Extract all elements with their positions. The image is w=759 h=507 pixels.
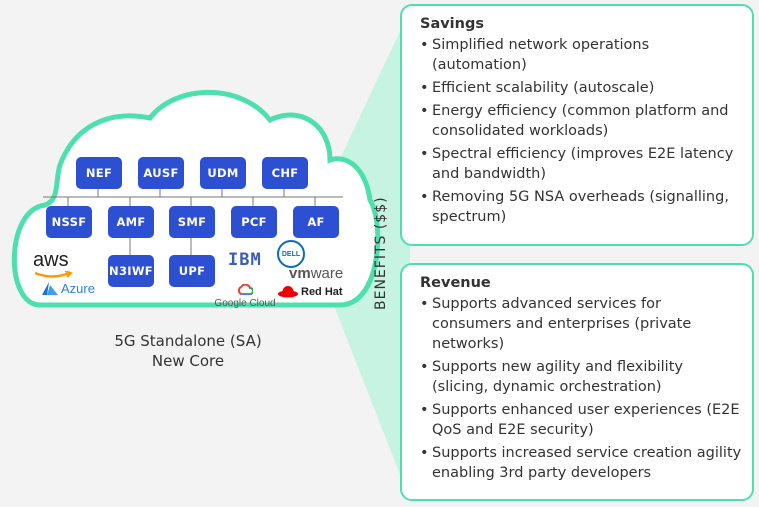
nf-chf: CHF (262, 157, 308, 189)
nf-udm: UDM (200, 157, 246, 189)
list-item: Efficient scalability (autoscale) (420, 78, 742, 98)
list-item: Removing 5G NSA overheads (signalling, s… (420, 187, 742, 227)
list-item: Simplified network operations (automatio… (420, 35, 742, 75)
ibm-logo: IBM (228, 250, 262, 270)
google-cloud-text: Google Cloud (214, 298, 276, 309)
list-item: Spectral efficiency (improves E2E latenc… (420, 144, 742, 184)
nf-n3iwf: N3IWF (108, 255, 154, 287)
google-cloud-icon (237, 283, 254, 295)
redhat-logo: Red Hat (278, 285, 343, 298)
list-item: Supports increased service creation agil… (420, 443, 742, 483)
nf-pcf: PCF (231, 206, 277, 238)
nf-nef: NEF (76, 157, 122, 189)
nf-smf: SMF (169, 206, 215, 238)
benefits-label: BENEFITS ($$) (373, 196, 389, 310)
vmware-logo: vmware (289, 265, 344, 282)
cloud-caption: 5G Standalone (SA) New Core (88, 331, 288, 371)
nf-nssf: NSSF (46, 206, 92, 238)
list-item: Supports advanced services for consumers… (420, 294, 742, 354)
nf-ausf: AUSF (138, 157, 184, 189)
revenue-title: Revenue (420, 275, 491, 291)
nf-amf: AMF (108, 206, 154, 238)
dell-logo: DELL (277, 240, 305, 268)
savings-title: Savings (420, 16, 484, 32)
savings-card: Savings Simplified network operations (a… (400, 4, 754, 246)
azure-logo: Azure (42, 281, 95, 296)
aws-smile-icon (34, 271, 73, 278)
redhat-icon (278, 286, 298, 298)
revenue-card: Revenue Supports advanced services for c… (400, 263, 754, 501)
nf-af: AF (293, 206, 339, 238)
caption-line-2: New Core (151, 352, 225, 370)
list-item: Supports new agility and flexibility (sl… (420, 357, 742, 397)
revenue-list: Supports advanced services for consumers… (420, 294, 742, 483)
caption-line-1: 5G Standalone (SA) (114, 332, 262, 350)
list-item: Supports enhanced user experiences (E2E … (420, 400, 742, 440)
nf-upf: UPF (169, 255, 215, 287)
azure-icon (42, 281, 58, 295)
savings-list: Simplified network operations (automatio… (420, 35, 742, 227)
google-cloud-logo: Google Cloud (210, 282, 280, 309)
aws-logo: aws (33, 249, 73, 278)
list-item: Energy efficiency (common platform and c… (420, 101, 742, 141)
